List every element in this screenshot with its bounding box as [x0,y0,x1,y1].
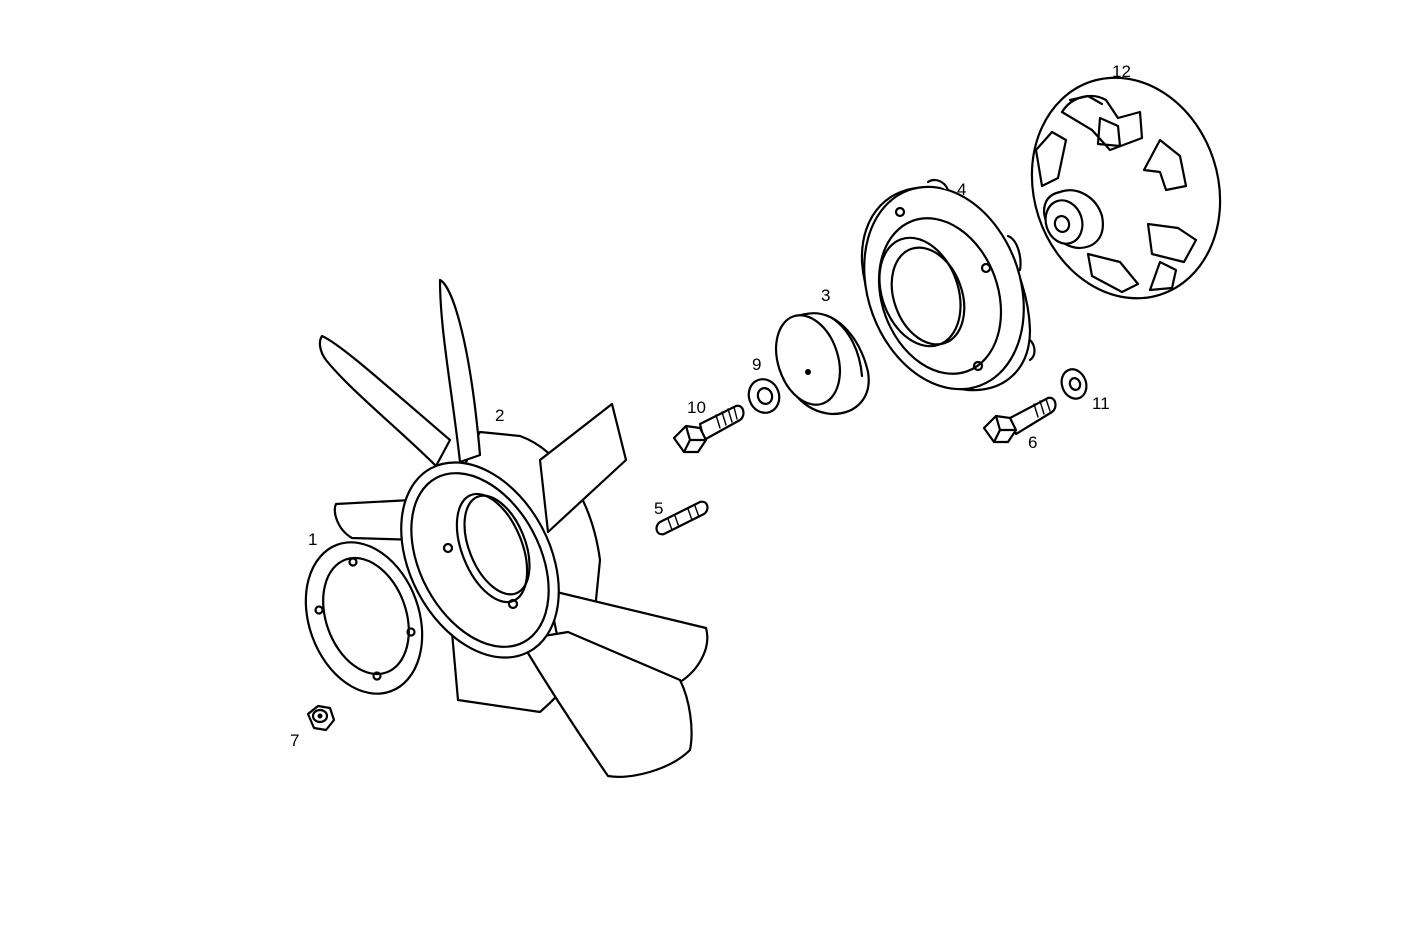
callout-12: 12 [1112,62,1131,81]
callout-labels: 1 2 3 4 5 6 7 9 10 11 12 [290,62,1131,750]
part-washer-11 [1060,368,1088,400]
part-pulley-hub [775,312,870,416]
callout-3: 3 [821,286,830,305]
callout-5: 5 [654,499,663,518]
part-bolt-10 [672,404,745,454]
part-washer-9 [747,378,781,414]
callout-11: 11 [1092,394,1110,413]
callout-2: 2 [495,406,504,425]
callout-10: 10 [687,398,706,417]
part-flange [304,541,424,695]
callout-4: 4 [957,180,966,199]
part-bolt-6 [982,396,1057,444]
part-viscous-housing [860,179,1036,392]
part-stud [655,500,709,536]
callout-1: 1 [308,530,317,549]
part-fan [318,278,709,778]
callout-6: 6 [1028,433,1037,452]
part-nut [306,704,336,732]
callout-9: 9 [752,355,761,374]
callout-7: 7 [290,731,299,750]
part-viscous-cover [1030,76,1222,300]
